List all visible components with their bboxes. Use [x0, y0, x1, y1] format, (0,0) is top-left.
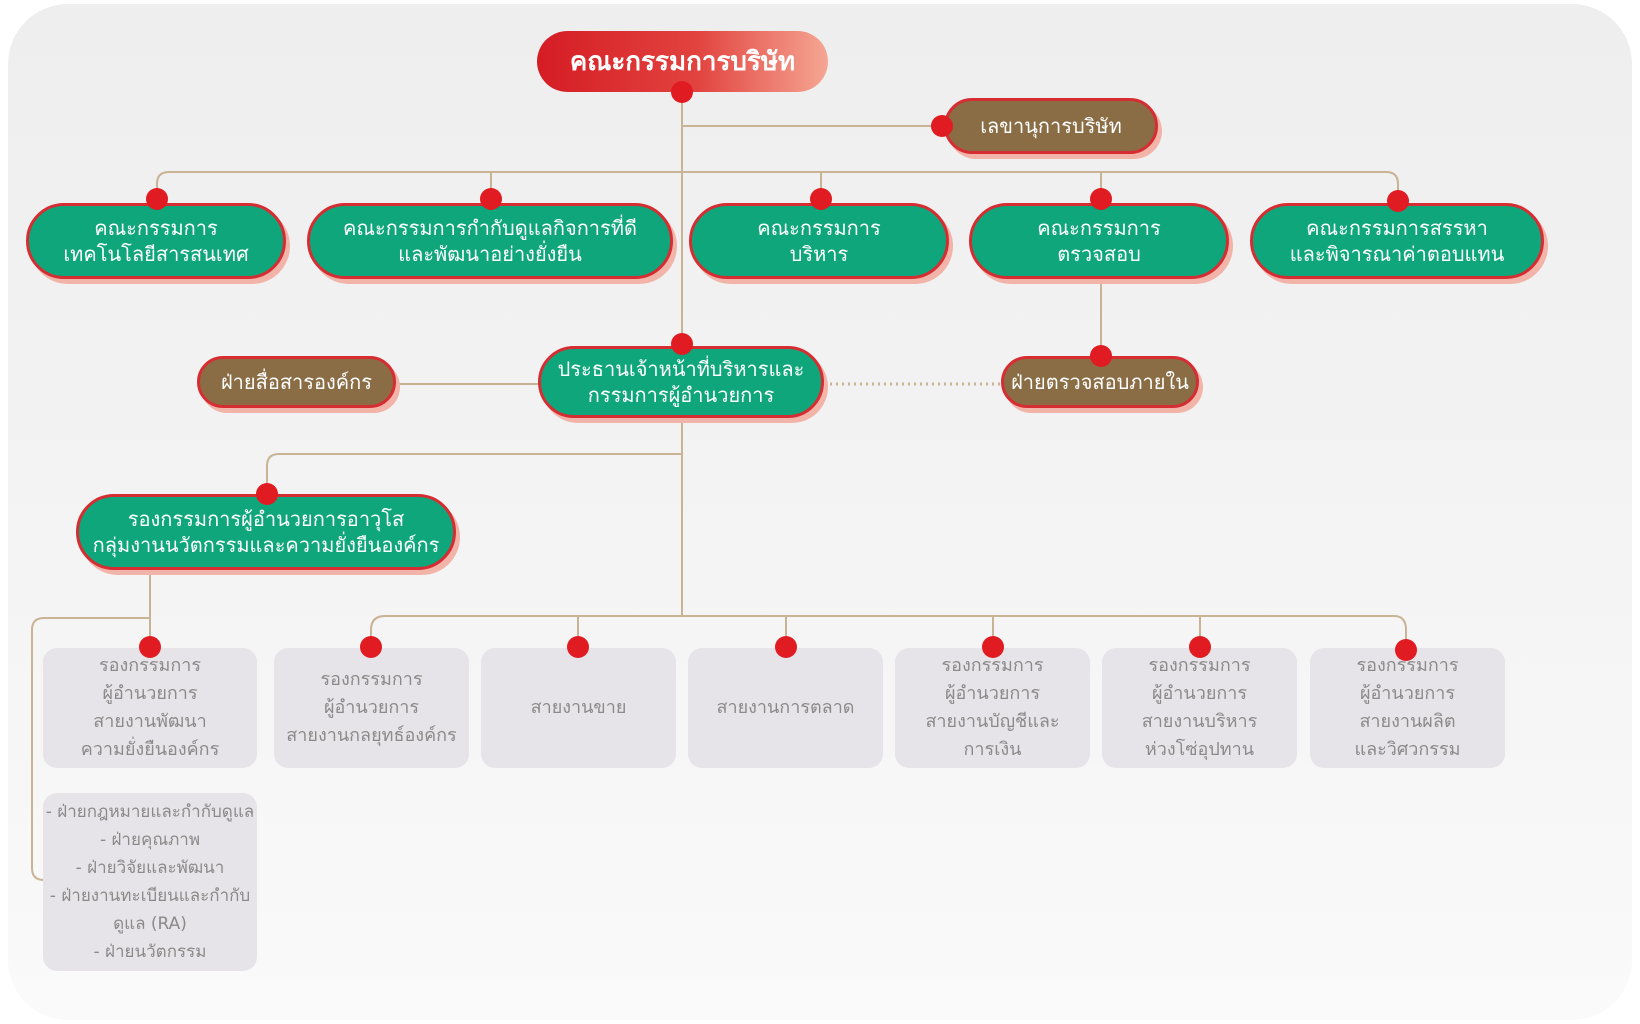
- secretary-node: เลขานุการบริษัท: [944, 98, 1158, 154]
- committee-nomination: คณะกรรมการสรรหา และพิจารณาค่าตอบแทน: [1250, 203, 1544, 279]
- committee-dot: [146, 188, 168, 210]
- division-dot: [982, 636, 1004, 658]
- division-strategy: รองกรรมการ ผู้อำนวยการ สายงานกลยุทธ์องค์…: [274, 648, 469, 768]
- committee-dot: [1387, 190, 1409, 212]
- svp-connector: [266, 453, 682, 494]
- sub-unit-item: - ฝ่ายคุณภาพ: [99, 830, 201, 850]
- sub-unit-item: - ฝ่ายกฎหมายและกำกับดูแล: [45, 802, 255, 822]
- sub-unit-item: - ฝ่ายนวัตกรรม: [93, 942, 207, 962]
- svp-node: รองกรรมการผู้อำนวยการอาวุโส กลุ่มงานนวัต…: [76, 494, 456, 570]
- division-bus: [370, 615, 1407, 648]
- division-production: รองกรรมการ ผู้อำนวยการ สายงานผลิต และวิศ…: [1310, 648, 1505, 768]
- division-dot: [1395, 639, 1417, 661]
- division-finance: รองกรรมการ ผู้อำนวยการ สายงานบัญชีและ กา…: [895, 648, 1090, 768]
- board-node: คณะกรรมการบริษัท: [537, 31, 828, 92]
- internal-audit-dot: [1090, 345, 1112, 367]
- committee-audit: คณะกรรมการ ตรวจสอบ: [969, 203, 1229, 279]
- ceo-dot: [671, 333, 693, 355]
- committee-it: คณะกรรมการ เทคโนโลยีสารสนเทศ: [26, 203, 286, 279]
- committee-governance: คณะกรรมการกำกับดูแลกิจการที่ดี และพัฒนาอ…: [307, 203, 673, 279]
- secretary-dot: [931, 115, 953, 137]
- ceo-node: ประธานเจ้าหน้าที่บริหารและ กรรมการผู้อำน…: [538, 346, 824, 418]
- division-supply-chain: รองกรรมการ ผู้อำนวยการ สายงานบริหาร ห่วง…: [1102, 648, 1297, 768]
- committee-dot: [480, 188, 502, 210]
- svp-dot: [256, 483, 278, 505]
- sub-unit-item: - ฝ่ายงานทะเบียนและกำกับ ดูแล (RA): [49, 886, 251, 934]
- division-dot: [360, 636, 382, 658]
- committee-dot: [810, 188, 832, 210]
- division-marketing: สายงานการตลาด: [688, 648, 883, 768]
- committee-dot: [1090, 188, 1112, 210]
- division-dot: [775, 636, 797, 658]
- board-dot: [671, 81, 693, 103]
- division-dot: [1189, 636, 1211, 658]
- division-sales: สายงานขาย: [481, 648, 676, 768]
- sub-units-list: - ฝ่ายกฎหมายและกำกับดูแล - ฝ่ายคุณภาพ - …: [43, 793, 257, 971]
- committee-executive: คณะกรรมการ บริหาร: [689, 203, 949, 279]
- corp-comm-node: ฝ่ายสื่อสารองค์กร: [197, 356, 396, 408]
- sub-units-connector: [31, 617, 150, 881]
- division-sustainability: รองกรรมการ ผู้อำนวยการ สายงานพัฒนา ความย…: [43, 648, 257, 768]
- division-dot: [567, 636, 589, 658]
- division-dot: [139, 636, 161, 658]
- committee-bus: [156, 171, 1399, 200]
- sub-unit-item: - ฝ่ายวิจัยและพัฒนา: [75, 858, 225, 878]
